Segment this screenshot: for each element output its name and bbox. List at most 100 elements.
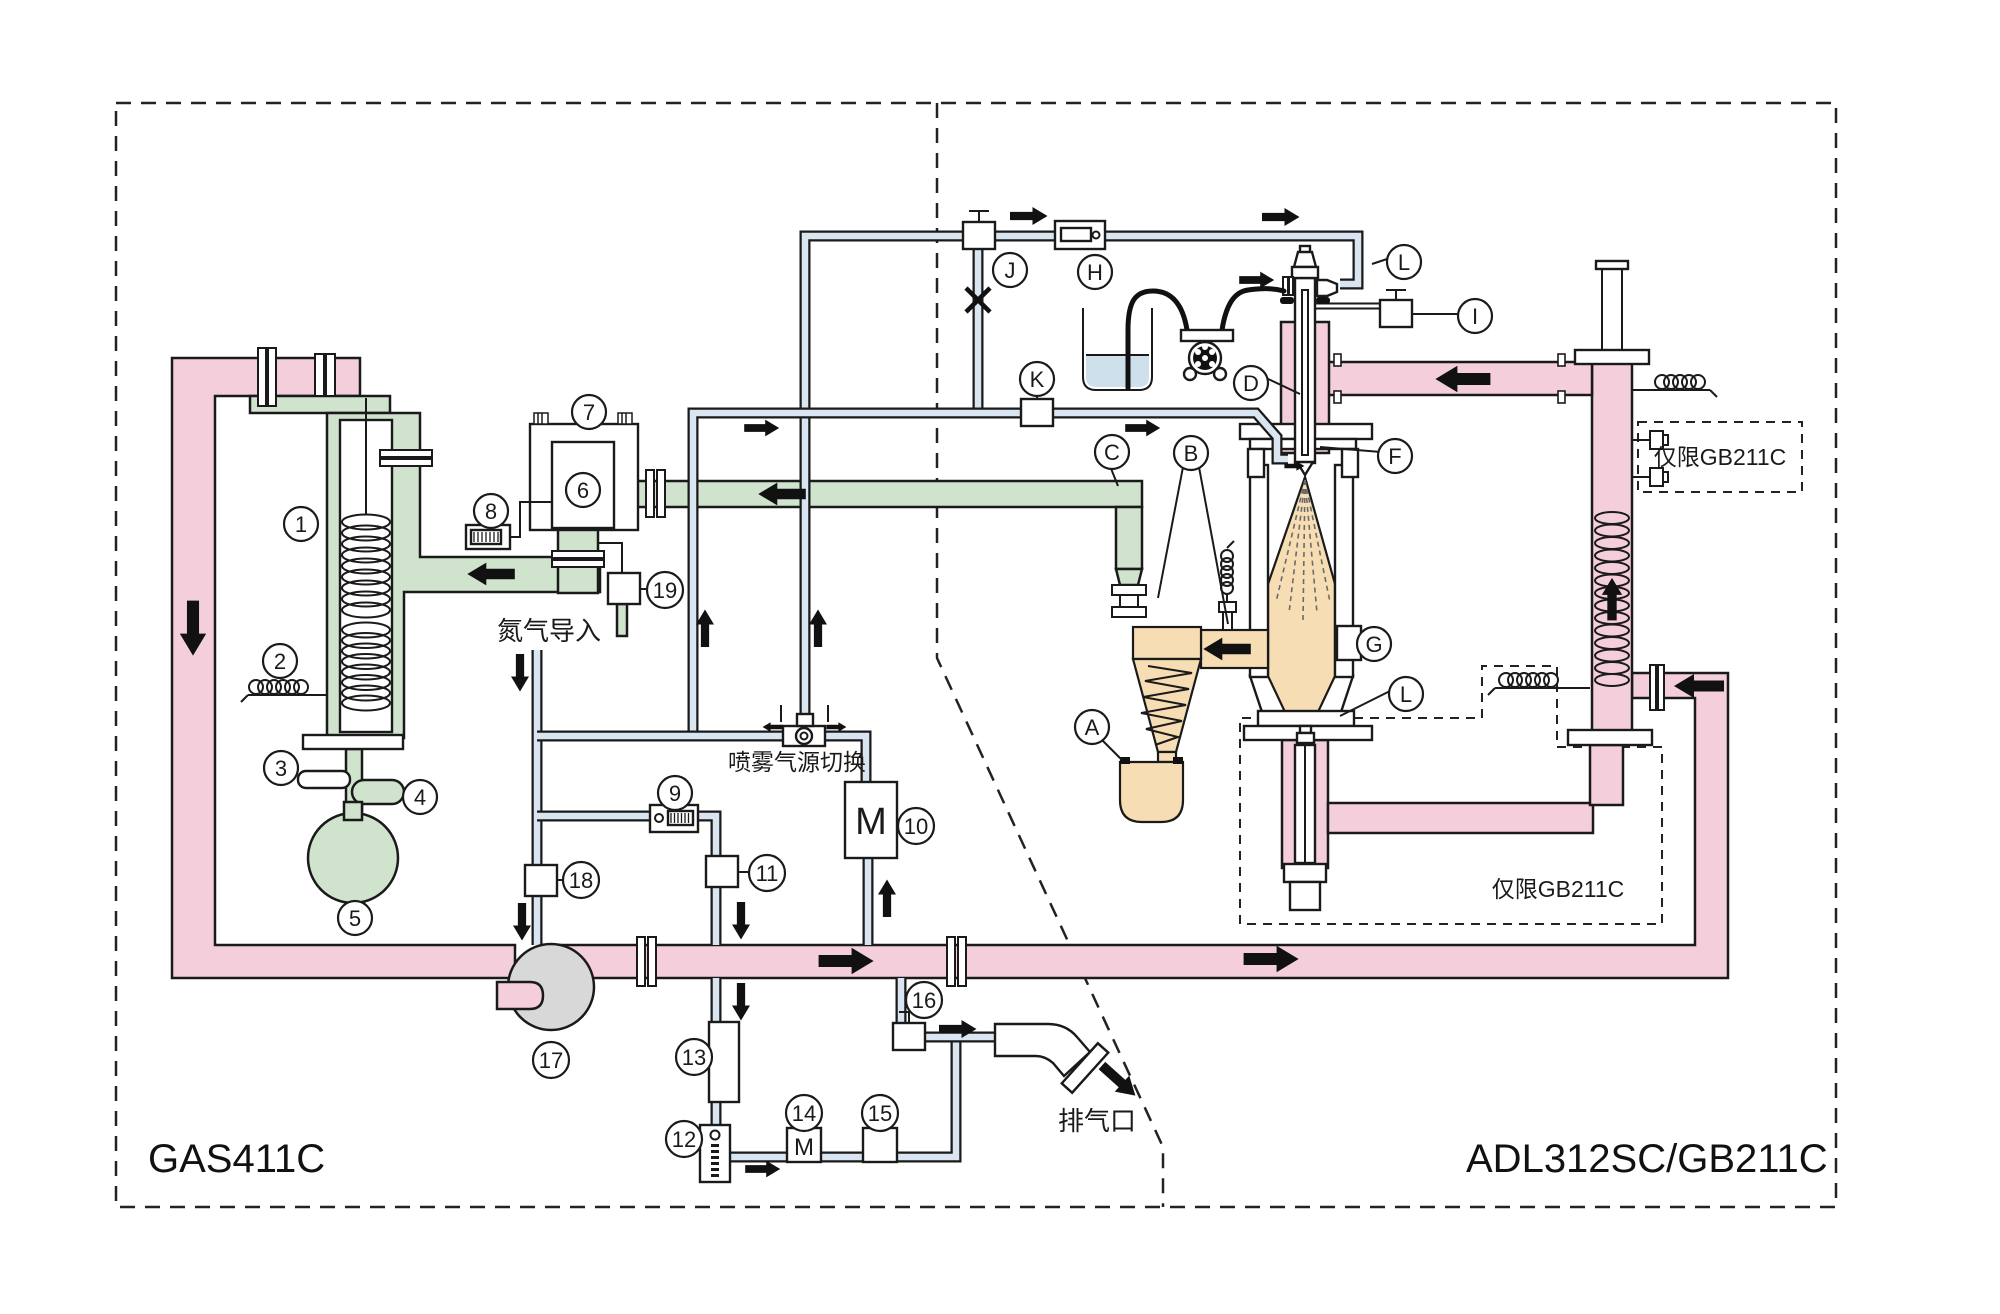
condenser-inlet-flange	[257, 347, 336, 407]
vessel-seal-left	[1120, 757, 1130, 764]
condenser-bottom-flange	[301, 733, 405, 751]
vessel-seal-right	[1173, 757, 1183, 764]
recovery-flask-body	[306, 811, 400, 905]
riser-bolt-fittings	[1111, 584, 1147, 618]
heater-top-flange	[1573, 348, 1651, 366]
svg-text:19: 19	[653, 578, 677, 603]
pump-m-10: M	[843, 780, 899, 860]
svg-text:A: A	[1085, 715, 1100, 740]
flow-meter-h	[1053, 219, 1107, 251]
riser-reducer	[1114, 567, 1144, 587]
gb211c-upper-option-box	[1637, 421, 1803, 493]
callout-A: A	[1073, 708, 1111, 746]
cyclone-spring	[1140, 665, 1193, 746]
svg-text:I: I	[1472, 304, 1478, 329]
heater-thermo-spring	[1632, 374, 1718, 398]
svg-text:K: K	[1030, 367, 1045, 392]
callout-2: 2	[261, 642, 299, 680]
exhaust-port-label: 排气口	[1058, 1106, 1136, 1136]
gb211c-riser	[1588, 743, 1625, 807]
callout-L-bottom: L	[1387, 675, 1425, 713]
return-stub-flange	[1649, 664, 1665, 711]
gb211c-thermo-spring	[1487, 672, 1590, 696]
chamber-purge-k-line	[687, 407, 1288, 740]
callout-7: 7	[570, 393, 608, 431]
svg-text:H: H	[1087, 260, 1103, 285]
callout-J: J	[991, 251, 1029, 289]
callout-G: G	[1355, 625, 1393, 663]
svg-text:7: 7	[583, 400, 595, 425]
collection-vessel	[1118, 760, 1185, 824]
beaker	[1082, 308, 1153, 391]
svg-text:8: 8	[485, 499, 497, 524]
sensor-15	[861, 1126, 899, 1164]
svg-text:G: G	[1365, 632, 1382, 657]
chamber-outlet-pipe	[635, 479, 1144, 509]
nozzle-left-fitting	[1282, 276, 1294, 296]
svg-text:17: 17	[539, 1048, 563, 1073]
callout-10: 10	[896, 806, 936, 846]
left-section-label: GAS411C	[148, 1137, 325, 1181]
cyclone-outlet-riser	[1114, 505, 1144, 571]
sensor-cables	[240, 374, 1718, 703]
svg-text:2: 2	[274, 649, 286, 674]
svg-text:15: 15	[868, 1101, 892, 1126]
flow-meter-12	[698, 1123, 732, 1184]
gb211c-bottom-heater	[1282, 724, 1328, 912]
callout-6: 6	[564, 471, 602, 509]
section-divider-dashed-line	[935, 103, 1165, 1207]
nitrogen-meter-branch	[537, 810, 722, 945]
gb211c-only-upper-label: 仅限GB211C	[1654, 444, 1787, 470]
nozzle-wing-right	[1316, 297, 1330, 304]
condenser-side-flange	[379, 449, 433, 467]
callout-13: 13	[674, 1037, 714, 1077]
spray-chamber	[1238, 422, 1374, 742]
feed-tube-suction	[1125, 288, 1190, 391]
svg-text:L: L	[1398, 250, 1410, 275]
heater-bottom-flange	[1566, 728, 1654, 747]
nozzle-right-fitting	[1315, 278, 1339, 298]
callout-B: B	[1172, 434, 1210, 472]
peristaltic-pump	[1179, 328, 1235, 382]
valve-11	[704, 854, 751, 889]
svg-text:12: 12	[672, 1127, 696, 1152]
callout-5: 5	[336, 899, 374, 937]
receiving-joint	[350, 778, 406, 806]
svg-text:C: C	[1104, 440, 1120, 465]
heater-base-upper	[1282, 862, 1328, 884]
svg-text:4: 4	[414, 785, 426, 810]
cyclone-separator	[1111, 584, 1270, 824]
valve-18	[523, 863, 570, 898]
cyclone-body	[1131, 625, 1203, 661]
callout-9: 9	[656, 774, 694, 812]
callout-F: F	[1376, 437, 1414, 475]
svg-text:J: J	[1005, 258, 1016, 283]
switch-arrow-icon	[826, 722, 847, 732]
top-pipe-flange-bumps	[1333, 353, 1566, 404]
container-lid-tabs	[533, 412, 633, 425]
callout-I: I	[1456, 297, 1494, 335]
spray-source-switch-label: 喷雾气源切换	[728, 749, 866, 775]
drain-stopcock	[296, 769, 352, 790]
nozzle-collar	[1290, 265, 1320, 280]
main-line-flanges	[636, 936, 967, 987]
callout-H: H	[1076, 253, 1114, 291]
valve19-tail	[615, 602, 629, 638]
liquid-feed-system	[1082, 286, 1287, 391]
svg-text:11: 11	[756, 861, 779, 886]
closed-line-x-mark	[964, 286, 992, 314]
nozzle-cap	[1292, 250, 1318, 269]
blue-gas-lines	[531, 230, 1364, 1163]
callout-1: 1	[282, 505, 320, 543]
valve-j	[961, 210, 997, 251]
condenser-thermo-spring	[240, 679, 326, 703]
svg-text:M: M	[794, 1134, 814, 1161]
filter-13	[707, 1020, 741, 1104]
svg-text:3: 3	[275, 756, 287, 781]
outlet-flange	[645, 469, 666, 518]
heater-controller-8	[464, 501, 552, 551]
feed-tube-discharge	[1219, 286, 1287, 333]
svg-text:13: 13	[682, 1045, 706, 1070]
